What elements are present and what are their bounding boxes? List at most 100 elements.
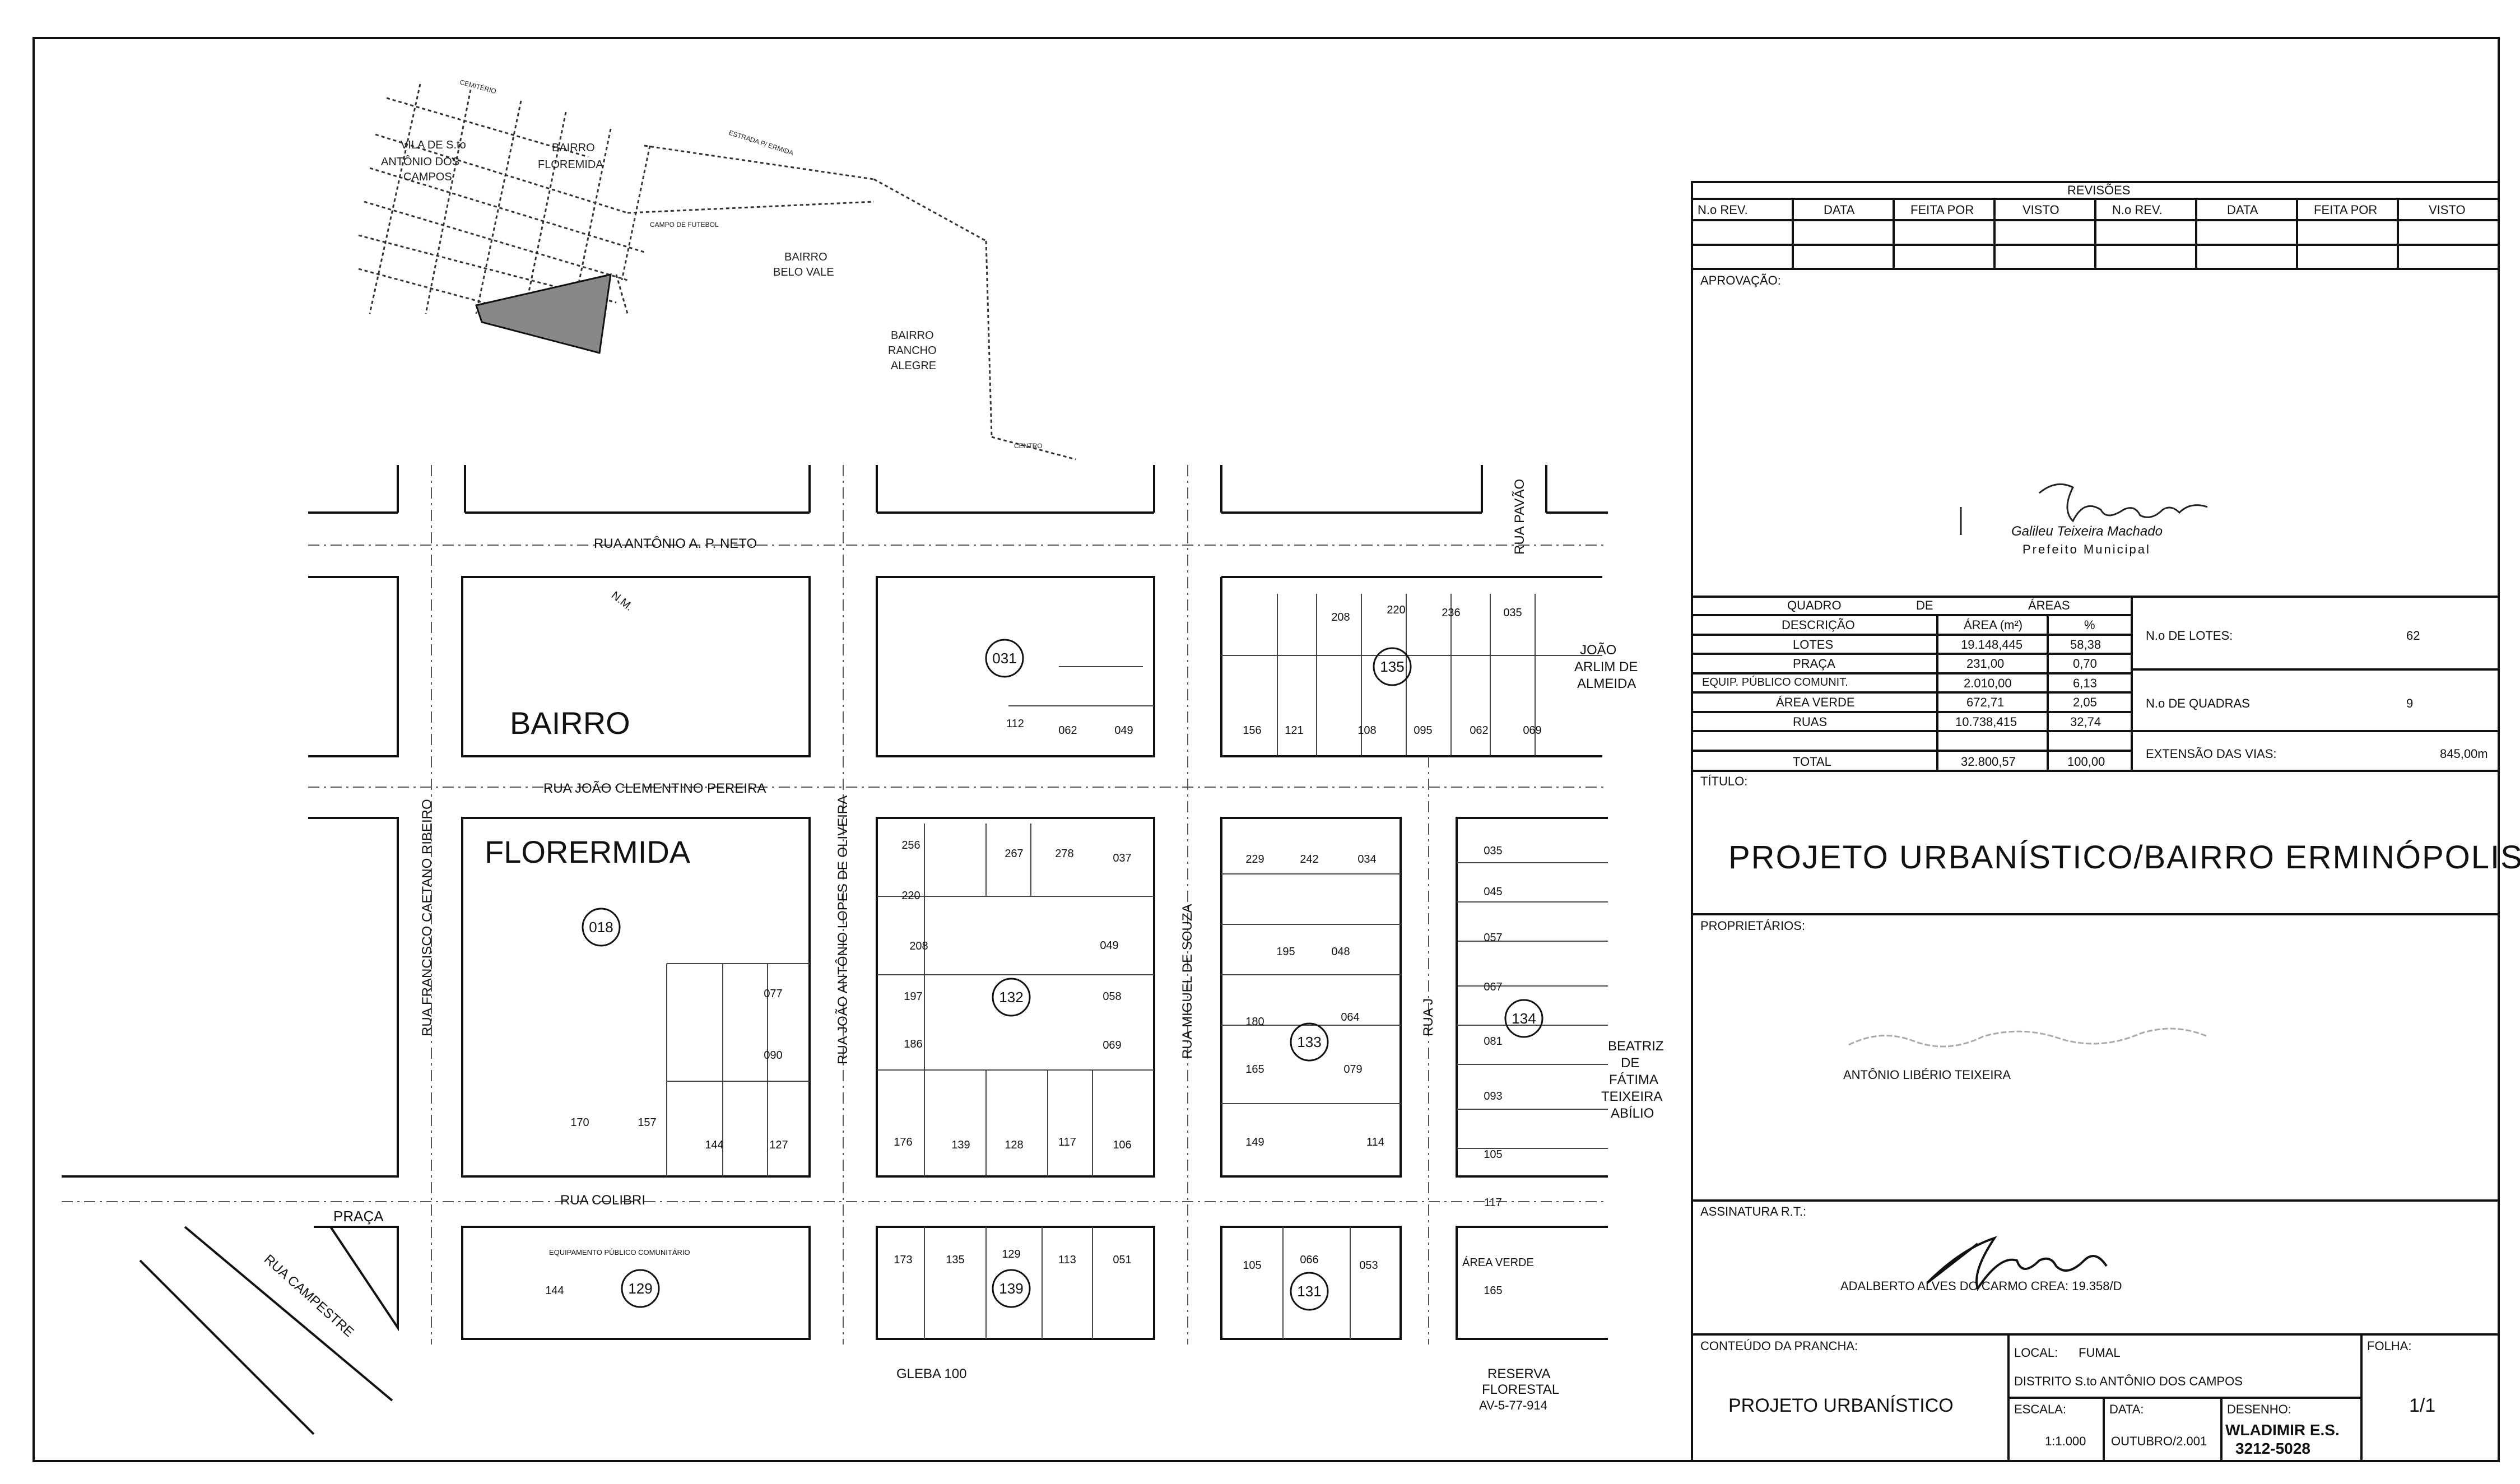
quadro-area: 672,71 [1966,695,2005,709]
label-beatriz2: DE [1621,1055,1639,1071]
rev-header: FEITA POR [1910,203,1974,217]
lot: 170 [570,1117,589,1129]
quadro-pct: 2,05 [2073,695,2097,709]
loc-centro: CENTRO [1014,442,1043,450]
lot: 048 [1331,946,1350,958]
lot-lines [666,594,1608,1339]
lot: 049 [1100,939,1118,952]
escala-label: ESCALA: [2014,1402,2066,1416]
street-antonio: RUA ANTÔNIO A. P. NETO [594,536,757,551]
lot: 117 [1484,1197,1502,1209]
loc-rancho3: ALEGRE [891,360,936,372]
street-miguel: RUA MIGUEL DE SOUZA [1180,904,1195,1059]
block-139: 139 [999,1280,1023,1297]
desenho-label: DESENHO: [2227,1402,2291,1416]
quadro-desc: EQUIP. PÚBLICO COMUNIT. [1702,676,1848,688]
lot: 139 [951,1139,970,1151]
quadro-desc: ÁREA VERDE [1776,695,1855,709]
lot: 176 [894,1136,912,1148]
label-reserva: RESERVA [1487,1366,1551,1381]
label-bairro: BAIRRO [510,705,630,741]
loc-rancho2: RANCHO [888,345,937,357]
lot: 064 [1341,1011,1359,1024]
loc-rancho: BAIRRO [891,329,934,342]
street-pavao: RUA PAVÃO [1512,479,1527,555]
lot: 066 [1300,1254,1318,1266]
block-018: 018 [589,919,613,936]
lot: 180 [1245,1016,1264,1028]
lot: 208 [909,940,928,952]
street-centerlines [62,465,1608,1345]
loc-florermida: BAIRRO [552,142,595,154]
label-joao3: ALMEIDA [1577,676,1636,691]
lot: 090 [764,1049,782,1062]
conteudo-value: PROJETO URBANÍSTICO [1728,1395,1954,1416]
block-129: 129 [628,1280,652,1297]
proprietario-name: ANTÔNIO LIBÉRIO TEIXEIRA [1843,1068,2011,1082]
rev-header: DATA [2227,203,2258,217]
label-praca: PRAÇA [333,1208,384,1225]
street-rua-j: RUA J [1421,998,1436,1036]
desenho-value2: 3212-5028 [2235,1440,2310,1457]
data-value: OUTUBRO/2.001 [2111,1434,2207,1448]
lot: 105 [1484,1148,1502,1161]
rt-name: ADALBERTO ALVES DO CARMO CREA: 19.358/D [1840,1279,2122,1293]
quadro-header: ÁREA (m²) [1964,618,2023,632]
lot: 267 [1005,848,1023,860]
quadro-desc: PRAÇA [1793,657,1835,671]
lot: 105 [1243,1259,1261,1272]
quadro-pct: 6,13 [2073,676,2097,690]
lot: 079 [1343,1063,1362,1076]
rev-header: VISTO [2429,203,2466,217]
label-beatriz4: TEIXEIRA [1601,1089,1662,1104]
rev-header: DATA [1824,203,1855,217]
title-block-frame [1691,181,2500,1462]
rev-header: N.o REV. [1698,203,1748,217]
revisoes-title: REVISÕES [2067,183,2131,197]
folha-label: FOLHA: [2367,1339,2412,1353]
data-label: DATA: [2109,1402,2144,1416]
quadro-area: 2.010,00 [1964,676,2012,690]
rt-signature [1926,1236,2108,1291]
lot: 049 [1114,724,1133,737]
label-beatriz3: FÁTIMA [1609,1072,1658,1087]
lot: 069 [1103,1039,1121,1052]
extensao-label: EXTENSÃO DAS VIAS: [2146,747,2277,761]
quadro-title: DE [1916,598,1933,612]
lot: 035 [1503,607,1522,619]
lot: 144 [705,1139,723,1151]
lot: 173 [894,1254,912,1266]
quadro-header: % [2084,618,2095,632]
lot: 195 [1276,946,1295,958]
folha-value: 1/1 [2409,1395,2436,1416]
assinatura-label: ASSINATURA R.T.: [1700,1204,1807,1218]
lot: 117 [1058,1136,1076,1148]
extensao-value: 845,00m [2440,747,2488,761]
label-joao2: ARLIM DE [1574,659,1638,674]
quadro-pct: 58,38 [2070,638,2101,652]
quadro-area: 231,00 [1966,657,2005,671]
lot: 127 [769,1139,788,1151]
rev-header: N.o REV. [2112,203,2163,217]
street-block-outlines [62,465,1608,1435]
block-131: 131 [1297,1283,1321,1300]
local-value: FUMAL [2079,1346,2121,1360]
locator-labels: VILA DE S.to ANTÔNIO DOS CAMPOS BAIRRO F… [381,77,1043,450]
quadro-desc: RUAS [1793,715,1828,729]
block-134: 134 [1512,1010,1536,1027]
escala-value: 1:1.000 [2045,1434,2086,1448]
lot: 112 [1006,718,1024,730]
lot: 197 [904,990,922,1003]
street-joao-antonio: RUA JOÃO ANTÔNIO LOPES DE OLIVEIRA [835,796,850,1064]
lot: 051 [1113,1254,1131,1266]
quadro-pct: 100,00 [2067,755,2105,769]
titulo-label: TÍTULO: [1700,774,1748,788]
quadro-title: QUADRO [1787,598,1842,612]
proprietarios-label: PROPRIETÁRIOS: [1700,919,1806,933]
lot: 128 [1005,1139,1023,1151]
praca-triangle [328,1226,399,1332]
locator-map [358,83,1076,460]
local-label: LOCAL: [2014,1346,2058,1360]
lot: 093 [1484,1090,1502,1102]
